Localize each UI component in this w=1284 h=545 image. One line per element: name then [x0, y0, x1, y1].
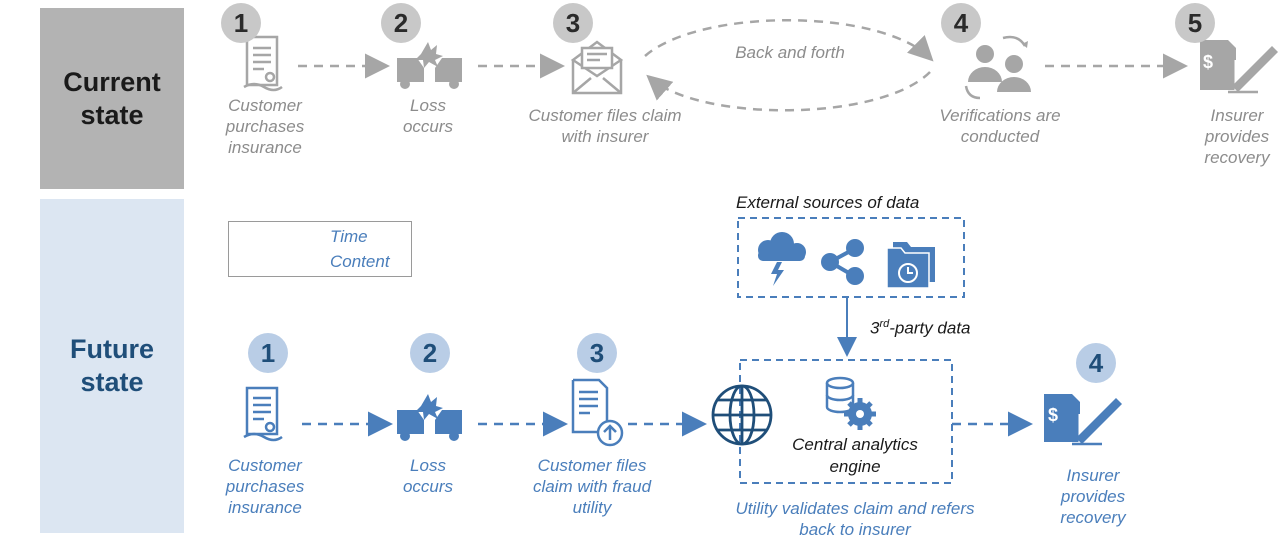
loop-label: Back and forth [735, 43, 845, 62]
external-sources-box [737, 217, 965, 298]
people-exchange-icon [964, 35, 1031, 100]
document-upload-icon [571, 378, 624, 447]
step-caption: Customer purchases insurance [225, 456, 305, 517]
step-caption: Loss occurs [402, 96, 454, 136]
step-caption: Verifications are conducted [939, 106, 1061, 146]
external-sources-title: External sources of data [736, 193, 920, 212]
step-number: 2 [381, 3, 421, 43]
step-number: 4 [941, 3, 981, 43]
step-number: 5 [1175, 3, 1215, 43]
storm-cloud-icon [758, 232, 806, 286]
contract-icon [243, 35, 283, 92]
step-caption: Insurer provides recovery [1060, 466, 1126, 527]
step-caption: Customer files claim with insurer [528, 106, 682, 146]
database-gear-icon [825, 376, 876, 430]
check-sign-icon: $ [1044, 394, 1122, 446]
step-caption: Customer files claim with fraud utility [532, 456, 652, 517]
step-number: 1 [221, 3, 261, 43]
step-number: 1 [248, 333, 288, 373]
current-state-label: Current state [40, 8, 184, 189]
step-caption: Loss occurs [402, 456, 454, 496]
third-party-label: 3rd-party data [870, 318, 971, 338]
contract-icon [243, 386, 283, 442]
utility-caption: Utility validates claim and refers back … [735, 499, 975, 539]
step-number: 3 [553, 3, 593, 43]
globe-icon [711, 384, 773, 446]
step-caption: Customer purchases insurance [225, 96, 305, 157]
car-crash-icon [397, 394, 462, 441]
legend-content-label: Content [330, 252, 390, 271]
engine-label: Central analytics engine [792, 435, 918, 476]
step-number: 2 [410, 333, 450, 373]
check-sign-icon: $ [1200, 40, 1278, 94]
step-number: 4 [1076, 343, 1116, 383]
step-number: 3 [577, 333, 617, 373]
envelope-icon [570, 40, 624, 95]
step-caption: Insurer provides recovery [1204, 106, 1270, 167]
legend-time-label: Time [330, 227, 368, 246]
svg-text:$: $ [1203, 52, 1213, 72]
share-icon [821, 239, 864, 285]
future-state-label: Future state [40, 199, 184, 533]
legend [228, 221, 412, 277]
svg-text:$: $ [1048, 405, 1058, 425]
folder-clock-icon [886, 242, 935, 289]
car-crash-icon [397, 42, 462, 89]
